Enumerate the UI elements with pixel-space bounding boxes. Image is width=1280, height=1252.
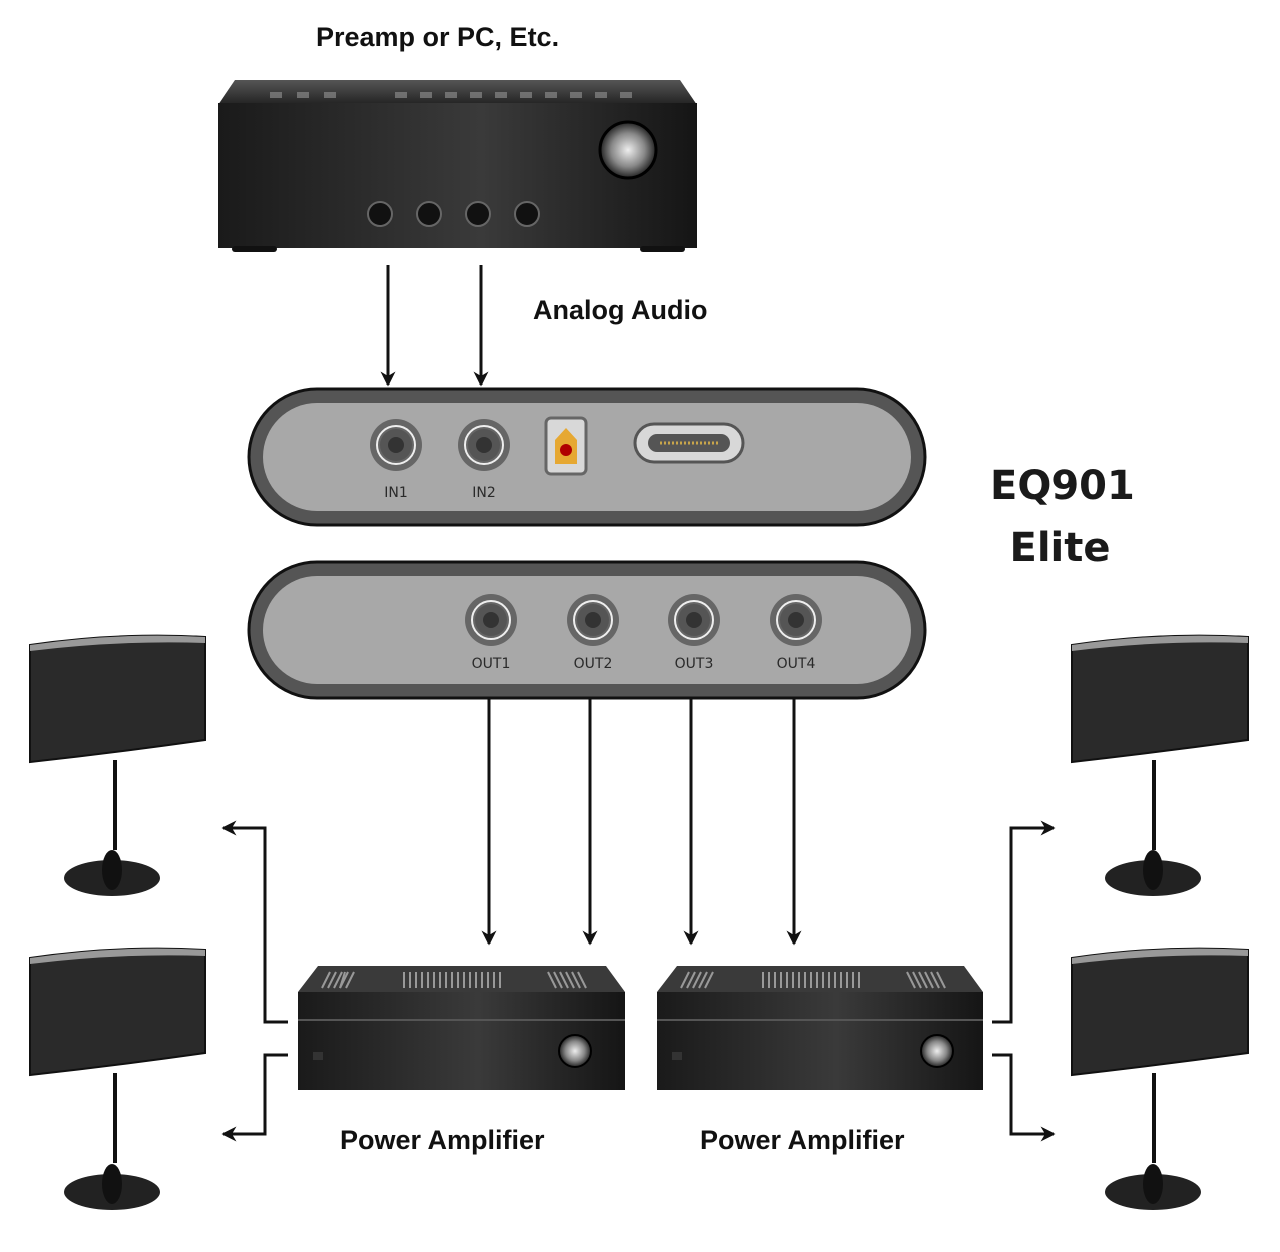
power-amplifier-right-label: Power Amplifier xyxy=(700,1125,905,1155)
rca-jack-out2: OUT2 xyxy=(567,594,619,672)
port-label-in1: IN1 xyxy=(384,485,408,501)
power-amplifier-left xyxy=(298,966,625,1090)
arrow-amp-to-speaker-bottom-right xyxy=(992,1053,1056,1142)
speaker-bottom-right xyxy=(1071,947,1249,1210)
rca-jack-out1: OUT1 xyxy=(465,594,517,672)
port-label-out1: OUT1 xyxy=(472,656,511,672)
speaker-top-right xyxy=(1071,634,1249,896)
amp-knob-icon xyxy=(920,1034,954,1068)
rca-jack-out3: OUT3 xyxy=(668,594,720,672)
preamp-device xyxy=(218,80,697,252)
port-label-in2: IN2 xyxy=(472,485,496,501)
analog-audio-label: Analog Audio xyxy=(533,295,708,325)
rca-jack-in1: IN1 xyxy=(370,419,422,501)
speaker-bottom-left xyxy=(29,947,206,1210)
device-name-line2: Elite xyxy=(1009,525,1111,571)
port-label-out4: OUT4 xyxy=(777,656,816,672)
rca-jack-in2: IN2 xyxy=(458,419,510,501)
device-name-label: EQ901 Elite xyxy=(990,455,1135,579)
eq901-input-panel: IN1 IN2 xyxy=(247,387,927,527)
optical-toslink-port xyxy=(544,416,588,476)
port-label-out3: OUT3 xyxy=(675,656,714,672)
speaker-top-left xyxy=(29,634,206,896)
arrow-amp-to-speaker-bottom-left xyxy=(221,1053,288,1142)
port-label-out2: OUT2 xyxy=(574,656,613,672)
micro-usb-port xyxy=(633,422,745,464)
arrow-amp-to-speaker-top-right xyxy=(992,820,1056,1024)
power-amplifier-left-label: Power Amplifier xyxy=(340,1125,545,1155)
rca-jack-out4: OUT4 xyxy=(770,594,822,672)
arrow-amp-to-speaker-top-left xyxy=(221,820,288,1024)
device-name-line1: EQ901 xyxy=(990,463,1135,509)
volume-knob-icon xyxy=(598,120,658,180)
preamp-label: Preamp or PC, Etc. xyxy=(316,22,560,52)
power-amplifier-right xyxy=(657,966,983,1090)
eq901-output-panel: OUT1 OUT2 OUT3 OUT4 xyxy=(247,560,927,700)
amp-knob-icon xyxy=(558,1034,592,1068)
